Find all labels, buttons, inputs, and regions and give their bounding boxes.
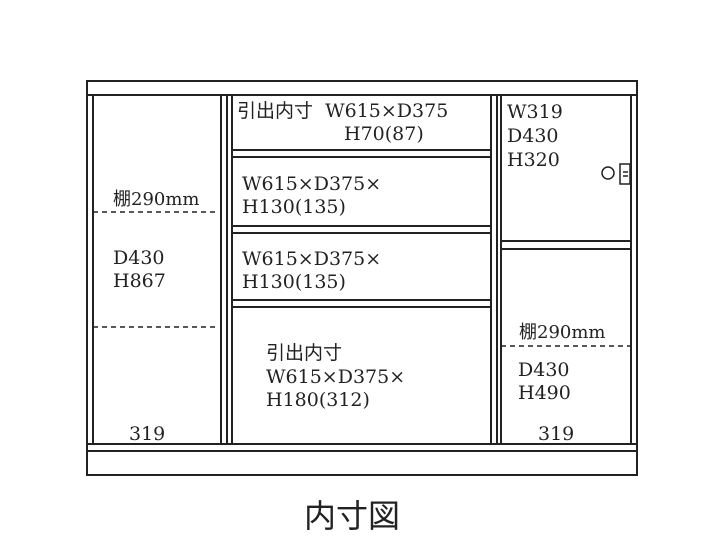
drawer-4-line2: H180(312) [266,389,370,411]
drawer-4-line1: W615×D375× [266,366,405,388]
door-handle-icon [601,163,631,185]
drawer-3-line2: H130(135) [242,271,346,293]
cabinet-outline [86,80,638,476]
drawer-4-line0: 引出内寸 [266,342,342,364]
diagram-caption: 内寸図 [304,497,400,535]
left-shelf-label: 棚290mm [113,189,200,210]
drawer-1-line1: 引出内寸 W615×D375 [237,100,448,122]
drawer-2-line1: W615×D375× [242,173,381,195]
drawer-3-line1: W615×D375× [242,248,381,270]
right-top-height: H320 [507,149,560,171]
right-bottom-width: 319 [538,423,574,445]
right-bottom-height: H490 [518,382,571,404]
drawer-2-line2: H130(135) [242,196,346,218]
left-height: H867 [113,270,166,292]
left-width: 319 [129,423,165,445]
left-depth: D430 [113,247,165,269]
drawer-1-line2: H70(87) [344,123,424,145]
right-shelf-label: 棚290mm [519,322,606,343]
right-bottom-depth: D430 [518,359,570,381]
right-top-depth: D430 [507,125,559,147]
right-top-width: W319 [507,101,563,123]
